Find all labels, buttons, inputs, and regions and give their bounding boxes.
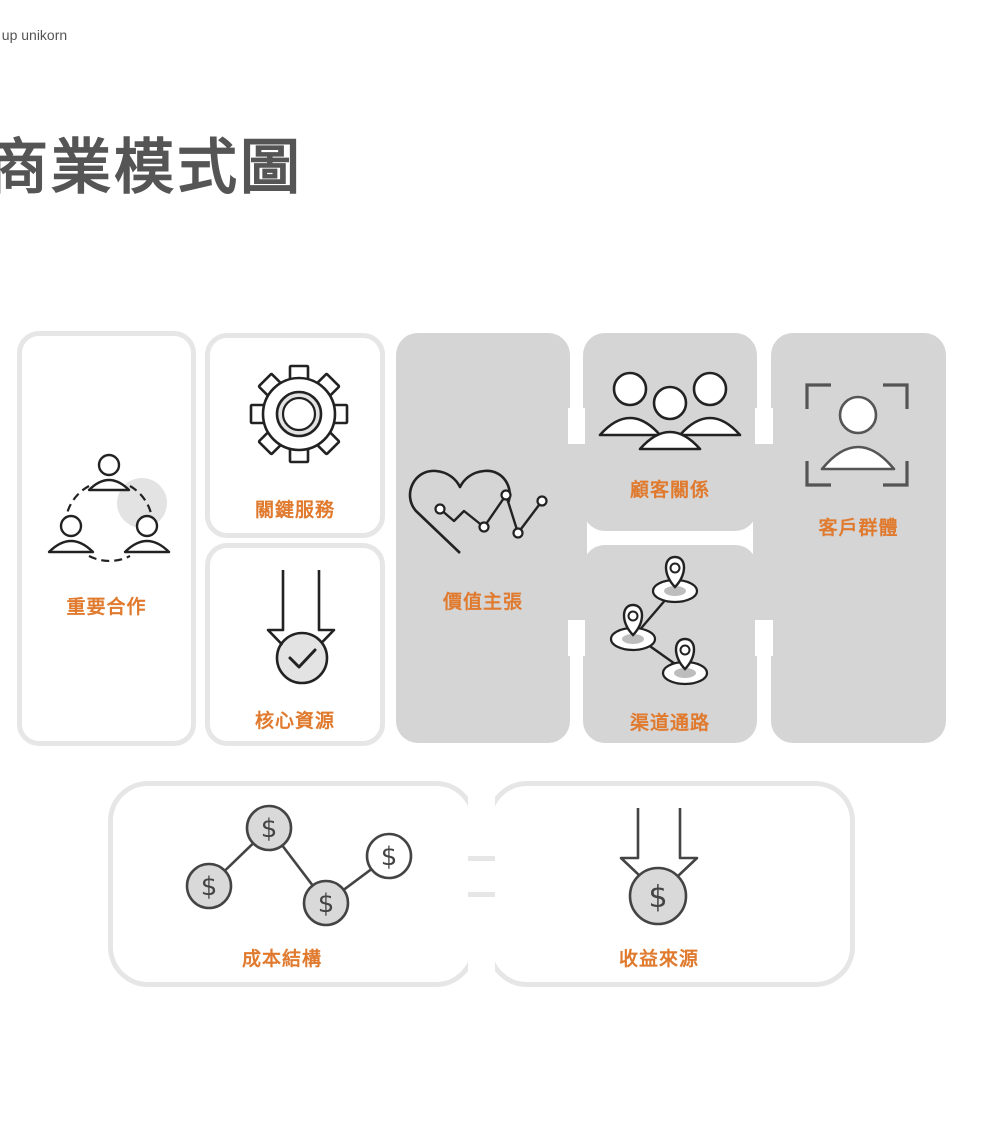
gear-icon [249, 364, 349, 464]
svg-text:$: $ [381, 842, 398, 872]
dollar-arrow-icon: $ [619, 808, 699, 926]
block-label: 成本結構 [241, 948, 322, 970]
user-focus-icon [805, 383, 909, 487]
notch [755, 408, 773, 444]
connector [566, 444, 587, 620]
block-key-resources: 核心資源 [205, 543, 385, 746]
map-pins-icon [609, 555, 709, 686]
svg-text:$: $ [261, 814, 278, 844]
block-key-partners: 重要合作 [17, 331, 196, 746]
block-label: 價值主張 [442, 591, 523, 613]
block-label: 關鍵服務 [254, 499, 335, 521]
block-label: 顧客關係 [629, 479, 710, 501]
notch [568, 620, 585, 656]
page-title: 商業模式圖 [0, 133, 303, 203]
dollar-network-icon: $ $ $ $ [185, 804, 413, 927]
notch [468, 897, 495, 982]
svg-text:$: $ [201, 872, 218, 902]
notch [468, 786, 495, 856]
arrow-down-check-icon [266, 570, 336, 685]
heart-chart-icon [408, 469, 548, 554]
block-revenue-streams: $ 收益來源 [487, 781, 855, 987]
block-customer-relationships: 顧客關係 [583, 333, 757, 531]
notch [568, 408, 585, 444]
block-label: 渠道通路 [629, 712, 710, 734]
block-value-propositions: 價值主張 [396, 333, 570, 743]
block-label: 重要合作 [66, 596, 147, 618]
block-label: 客戶群體 [818, 517, 899, 539]
connector [753, 444, 775, 620]
block-channels: 渠道通路 [583, 545, 757, 743]
block-customer-segments: 客戶群體 [771, 333, 946, 743]
block-label: 收益來源 [618, 948, 699, 970]
brand-text: t up unikorn [0, 27, 68, 43]
block-label: 核心資源 [254, 710, 335, 732]
group-icon [598, 371, 742, 451]
notch [755, 620, 773, 656]
connector-inner [468, 861, 495, 892]
people-network-icon [47, 453, 171, 563]
block-cost-structure: $ $ $ $ 成本結構 [108, 781, 476, 987]
block-key-activities: 關鍵服務 [205, 333, 385, 538]
dollar-coin [185, 804, 413, 927]
svg-text:$: $ [318, 889, 335, 919]
svg-text:$: $ [648, 880, 667, 915]
